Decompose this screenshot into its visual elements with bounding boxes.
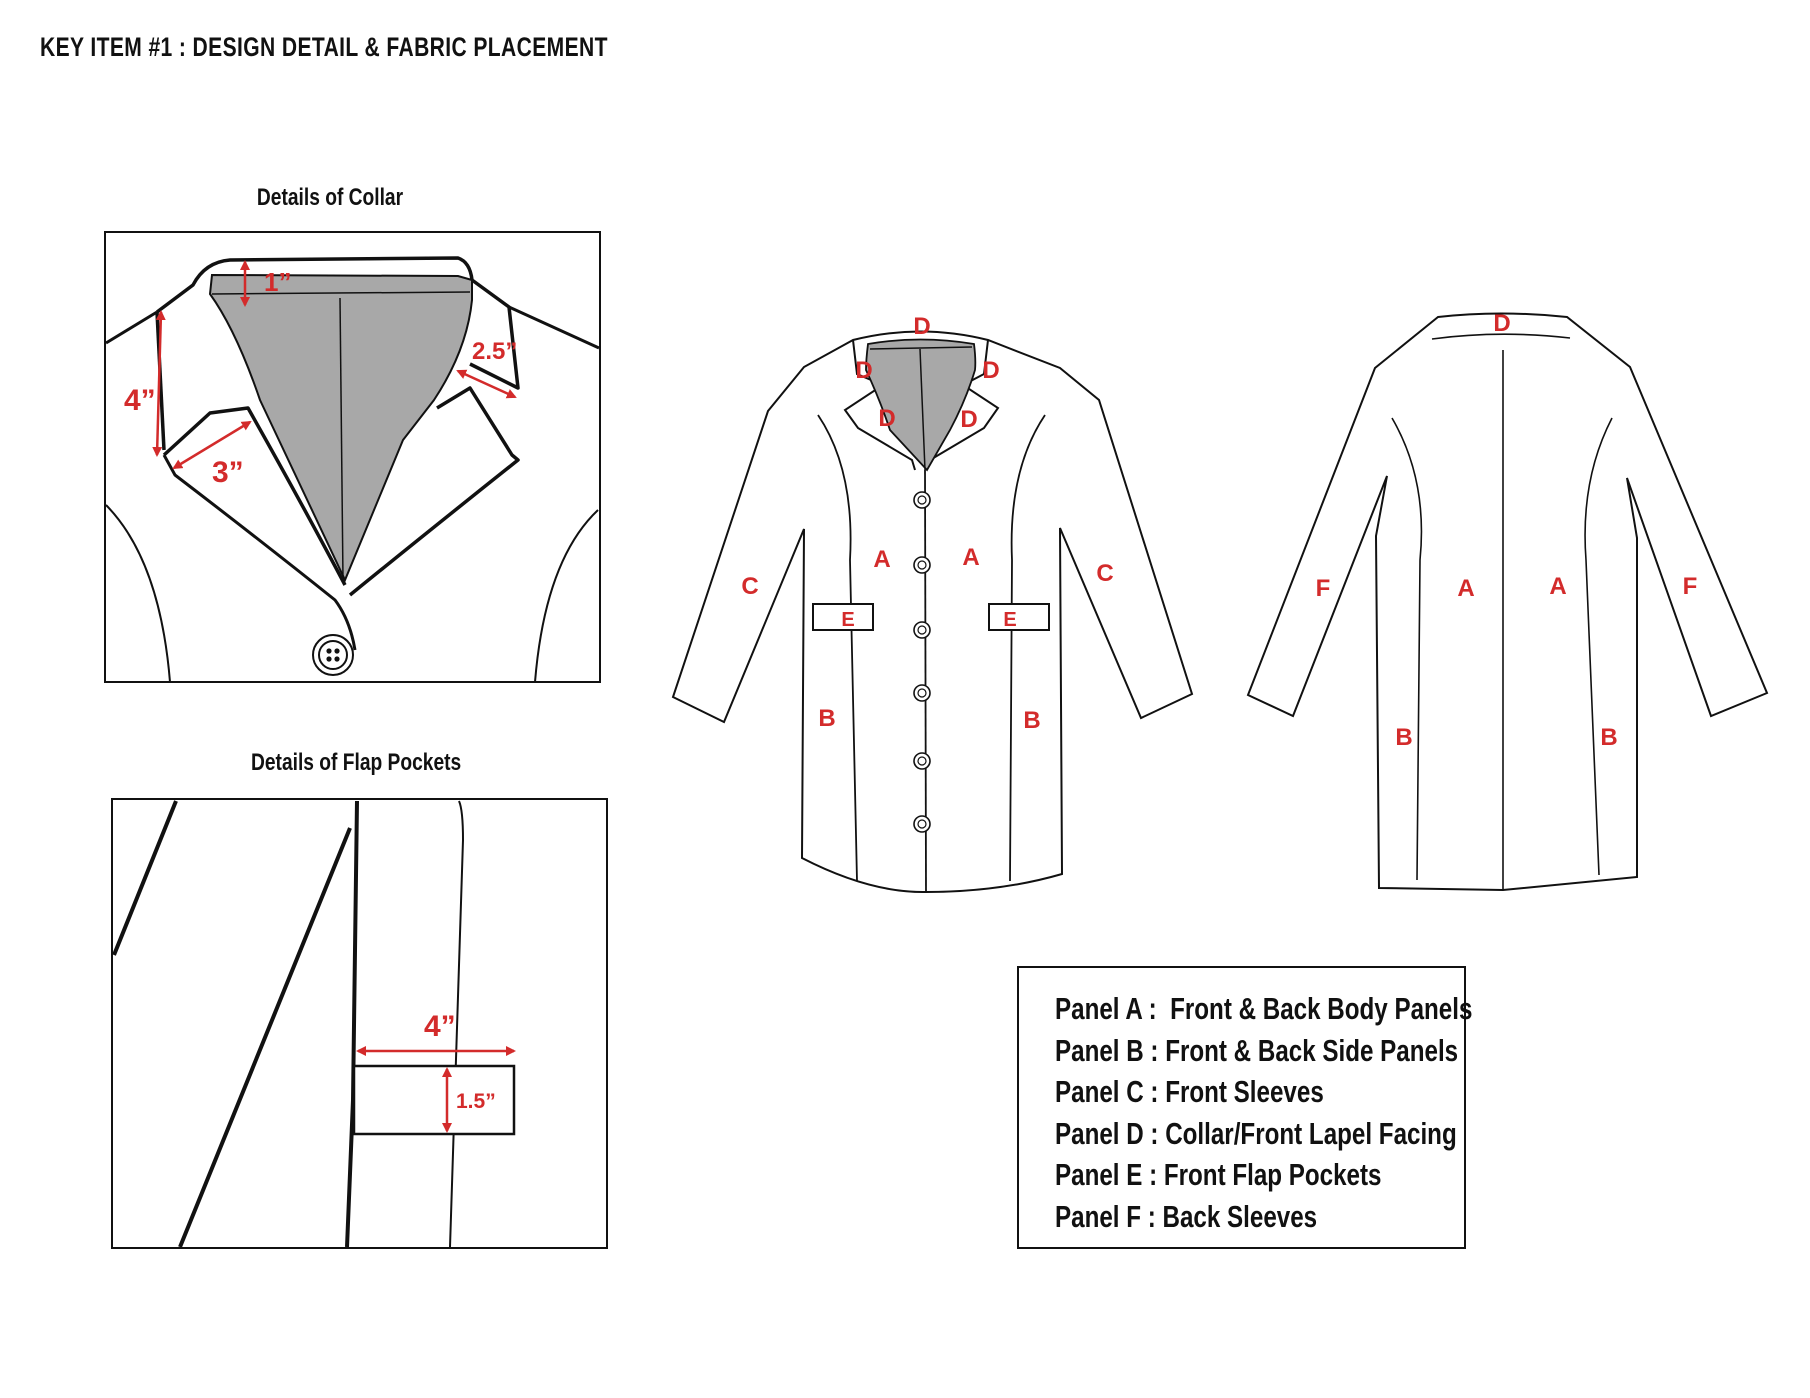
- legend-code: Panel B :: [1055, 1032, 1159, 1068]
- legend-desc: Front Flap Pockets: [1157, 1157, 1382, 1192]
- legend-item-panel-c: Panel C : Front Sleeves: [1055, 1071, 1472, 1113]
- legend-desc: Back Sleeves: [1155, 1198, 1318, 1234]
- legend-desc: Front Sleeves: [1158, 1074, 1324, 1109]
- legend-code: Panel F :: [1055, 1198, 1156, 1234]
- page-title: KEY ITEM #1 : DESIGN DETAIL & FABRIC PLA…: [40, 32, 608, 62]
- button: [913, 491, 931, 509]
- button: [913, 556, 931, 574]
- front-label-side-left: B: [818, 705, 835, 732]
- front-panel-labels: D D D D D A A C C E E B B: [741, 313, 1113, 734]
- front-label-body-left: A: [873, 546, 890, 573]
- front-label-sleeve-left: C: [741, 573, 758, 600]
- panel-legend: Panel A : Front & Back Body Panels Panel…: [1017, 966, 1472, 1249]
- button: [913, 621, 931, 639]
- front-label-lapel-left: D: [878, 405, 895, 432]
- legend-item-panel-f: Panel F : Back Sleeves: [1055, 1196, 1472, 1238]
- front-label-sleeve-right: C: [1096, 560, 1113, 587]
- legend-item-panel-b: Panel B : Front & Back Side Panels: [1055, 1030, 1472, 1072]
- front-buttons: [913, 491, 931, 833]
- lapel-length-measure: 4”: [124, 384, 156, 417]
- back-label-body-left: A: [1457, 575, 1474, 602]
- back-label-sleeve-left: F: [1316, 575, 1331, 602]
- front-label-collar-back: D: [913, 313, 930, 340]
- legend-desc: Front & Back Body Panels: [1156, 991, 1473, 1026]
- legend-code: Panel C :: [1055, 1074, 1159, 1109]
- legend-item-panel-a: Panel A : Front & Back Body Panels: [1055, 988, 1472, 1030]
- pocket-detail-panel: 4” 1.5”: [111, 798, 608, 1249]
- back-label-body-right: A: [1549, 573, 1566, 600]
- front-label-pocket-right: E: [1003, 609, 1016, 631]
- lapel-width-measure: 3”: [212, 456, 244, 489]
- back-label-collar: D: [1493, 310, 1510, 337]
- legend-code: Panel A :: [1055, 991, 1157, 1026]
- legend-item-panel-d: Panel D : Collar/Front Lapel Facing: [1055, 1113, 1472, 1155]
- coat-back-view: [1246, 312, 1769, 892]
- front-label-body-right: A: [962, 544, 979, 571]
- flap-width-measure: 4”: [424, 1010, 456, 1043]
- flap-height-measure: 1.5”: [456, 1090, 496, 1113]
- button: [913, 752, 931, 770]
- button: [913, 684, 931, 702]
- back-panel-labels: D A A F F B B: [1316, 310, 1698, 751]
- front-label-collar-left: D: [855, 357, 872, 384]
- front-label-side-right: B: [1023, 707, 1040, 734]
- button: [913, 815, 931, 833]
- collar-stand-measure: 1”: [264, 267, 291, 297]
- back-label-sleeve-right: F: [1683, 573, 1698, 600]
- pocket-detail-title: Details of Flap Pockets: [251, 749, 462, 776]
- coat-front-view: [671, 330, 1194, 894]
- legend-item-panel-e: Panel E : Front Flap Pockets: [1055, 1154, 1472, 1196]
- collar-detail-panel: 1” 4” 3” 2.5”: [104, 231, 601, 683]
- collar-detail-title: Details of Collar: [256, 184, 404, 211]
- legend-code: Panel D :: [1055, 1115, 1159, 1151]
- legend-desc: Front & Back Side Panels: [1158, 1032, 1459, 1068]
- back-label-side-right: B: [1600, 724, 1617, 751]
- panel-legend-list: Panel A : Front & Back Body Panels Panel…: [1055, 988, 1590, 1237]
- back-label-side-left: B: [1395, 724, 1412, 751]
- collar-width-measure: 2.5”: [472, 338, 517, 365]
- front-label-pocket-left: E: [841, 609, 854, 631]
- front-label-lapel-right: D: [960, 406, 977, 433]
- front-label-collar-right: D: [982, 357, 999, 384]
- legend-desc: Collar/Front Lapel Facing: [1158, 1115, 1457, 1151]
- legend-code: Panel E :: [1055, 1157, 1158, 1192]
